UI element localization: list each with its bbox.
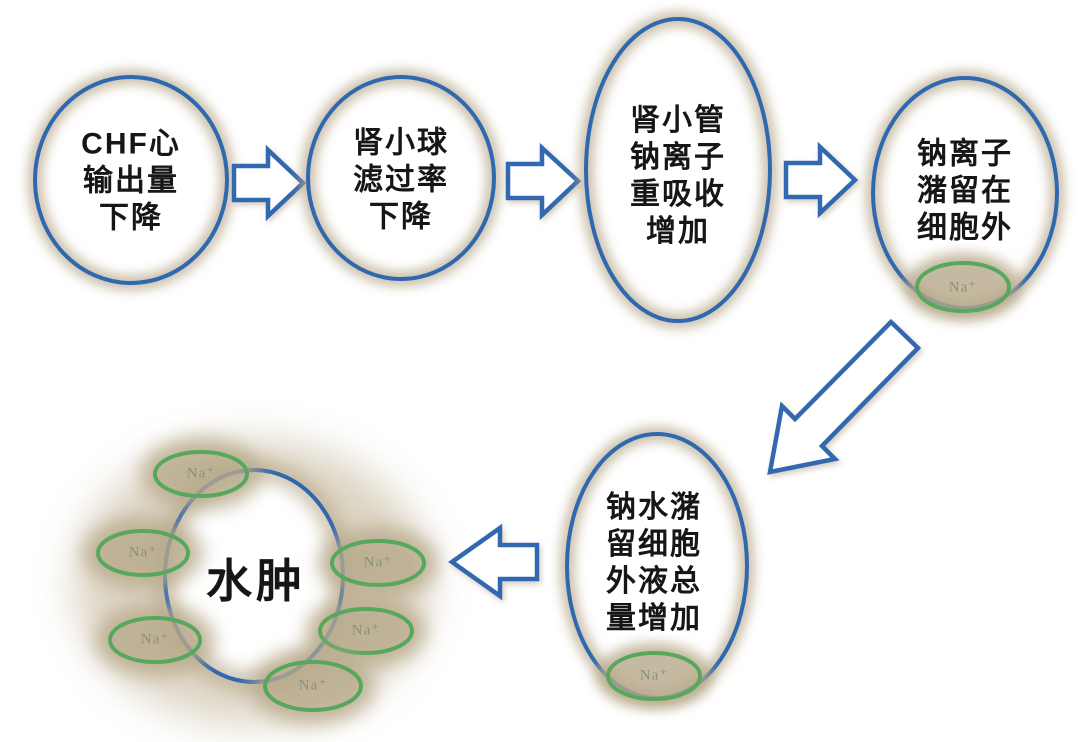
node-na-retention-label: 钠离子 潴留在 细胞外 <box>917 137 1013 245</box>
node-gfr-ellipse <box>306 75 496 281</box>
ion-1-ellipse <box>153 450 249 498</box>
ion-2-ellipse <box>96 529 190 577</box>
node-ecf-volume-label: 钠水潴 留细胞 外液总 量增加 <box>606 491 702 635</box>
ion-3-ellipse <box>108 616 202 664</box>
node-chf-ellipse <box>33 75 229 285</box>
na-ion-label-1: Na⁺ <box>186 465 216 482</box>
na-badge-ellipse <box>915 261 1011 313</box>
node-ecf-volume-fill <box>567 434 747 698</box>
ion-6-ellipse <box>263 660 363 712</box>
na-ion-label-2: Na⁺ <box>128 544 158 561</box>
node-gfr-fill <box>308 77 494 279</box>
na-badge2-label: Na⁺ <box>639 667 669 684</box>
ion-4-ellipse <box>330 539 426 587</box>
flow-arrow-left <box>448 523 540 601</box>
node-edema-label: 水肿 <box>206 555 306 607</box>
node-chf-fill <box>35 77 227 283</box>
node-tubule-ellipse <box>584 17 772 323</box>
flow-arrow-1 <box>231 144 307 222</box>
node-tubule-label: 肾小管 钠离子 重吸收 增加 <box>630 104 726 248</box>
na-badge-label: Na⁺ <box>948 279 978 296</box>
na-ion-label-3: Na⁺ <box>140 631 170 648</box>
ion-5-ellipse <box>318 607 414 655</box>
flow-arrow-2 <box>505 142 582 221</box>
flow-arrow-diagonal <box>767 318 922 475</box>
na-badge2-ellipse <box>606 651 702 701</box>
node-tubule-fill <box>586 19 770 321</box>
na-ion-label-6: Na⁺ <box>298 677 328 694</box>
flow-arrow-3 <box>783 141 859 219</box>
na-ion-label-5: Na⁺ <box>351 622 381 639</box>
node-gfr-label: 肾小球 滤过率 下降 <box>353 126 449 234</box>
na-ion-label-4: Na⁺ <box>363 554 393 571</box>
node-na-retention-fill <box>873 78 1057 308</box>
node-chf-label: CHF心 输出量 下降 <box>81 127 181 235</box>
